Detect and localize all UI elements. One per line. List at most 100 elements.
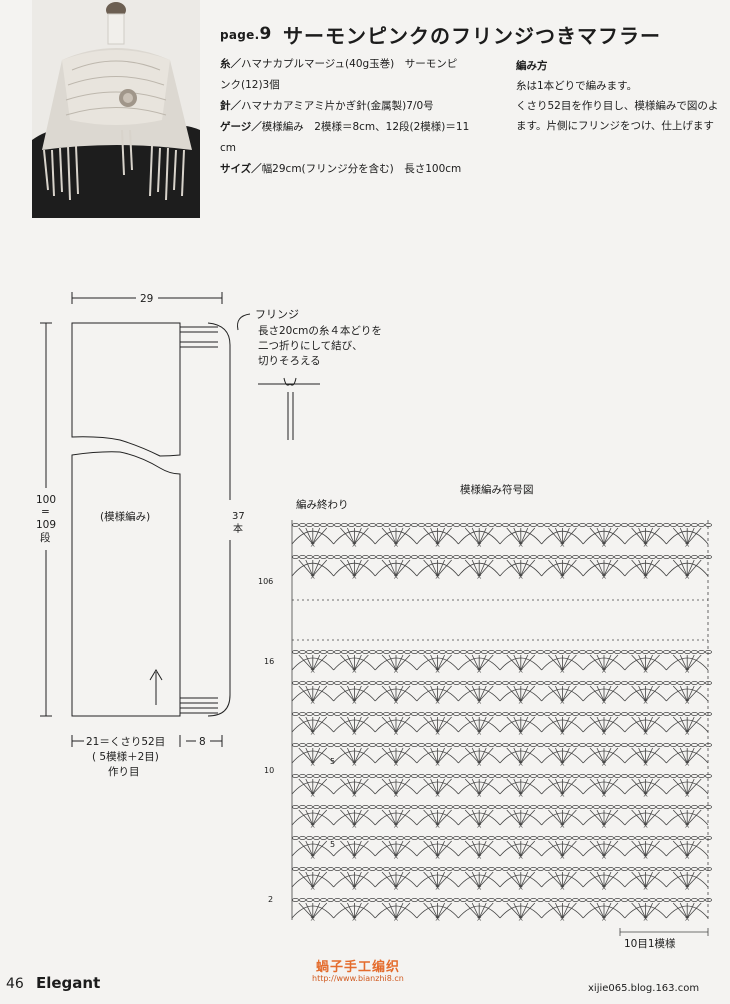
- svg-text:×: ×: [476, 760, 482, 768]
- svg-text:×: ×: [518, 729, 524, 737]
- svg-text:×: ×: [518, 573, 524, 581]
- svg-text:×: ×: [351, 822, 357, 830]
- cast-on-label: ( 5模様＋2目): [92, 750, 159, 763]
- row-number: 16: [264, 657, 274, 666]
- svg-text:×: ×: [684, 884, 690, 892]
- svg-text:×: ×: [476, 541, 482, 549]
- svg-text:×: ×: [310, 884, 316, 892]
- gauge-text: 模様編み 2模様＝8cm、12段(2模様)＝11: [261, 121, 470, 133]
- svg-text:×: ×: [393, 760, 399, 768]
- svg-text:×: ×: [435, 760, 441, 768]
- svg-text:×: ×: [310, 729, 316, 737]
- finish-label: 編み終わり: [296, 498, 349, 511]
- svg-text:×: ×: [393, 541, 399, 549]
- svg-text:×: ×: [476, 698, 482, 706]
- svg-text:×: ×: [518, 698, 524, 706]
- svg-text:×: ×: [518, 791, 524, 799]
- svg-text:×: ×: [393, 884, 399, 892]
- svg-text:×: ×: [601, 729, 607, 737]
- svg-text:×: ×: [601, 573, 607, 581]
- pattern-label: (模様編み): [100, 510, 150, 523]
- svg-text:×: ×: [643, 541, 649, 549]
- length-label: 段: [40, 531, 51, 544]
- svg-text:×: ×: [393, 822, 399, 830]
- svg-text:×: ×: [643, 760, 649, 768]
- svg-text:×: ×: [435, 822, 441, 830]
- row-number: 106: [258, 577, 273, 586]
- svg-text:×: ×: [393, 853, 399, 861]
- svg-text:×: ×: [684, 541, 690, 549]
- instructions-line: ます。片側にフリンジをつけ、仕上げます: [516, 120, 714, 132]
- svg-text:×: ×: [393, 667, 399, 675]
- size-label: サイズ／: [220, 163, 262, 175]
- svg-text:×: ×: [559, 884, 565, 892]
- svg-text:×: ×: [559, 791, 565, 799]
- svg-text:×: ×: [310, 573, 316, 581]
- fringe-desc: 二つ折りにして結び、: [258, 339, 363, 352]
- svg-text:×: ×: [518, 915, 524, 923]
- svg-text:×: ×: [518, 853, 524, 861]
- svg-text:×: ×: [435, 791, 441, 799]
- row-number: 10: [264, 766, 274, 775]
- svg-text:×: ×: [476, 573, 482, 581]
- svg-text:×: ×: [601, 667, 607, 675]
- length-label: 109: [36, 519, 56, 531]
- svg-text:×: ×: [559, 667, 565, 675]
- fringe-desc: 長さ20cmの糸４本どりを: [258, 324, 382, 337]
- instructions-line: くさり52目を作り目し、模様編みで図のよ: [516, 100, 719, 112]
- instructions-line: 糸は1本どりで編みます。: [516, 80, 638, 92]
- gauge-text-cont: cm: [220, 142, 237, 154]
- row-number: 2: [268, 895, 273, 904]
- svg-text:×: ×: [351, 915, 357, 923]
- svg-text:×: ×: [643, 573, 649, 581]
- svg-text:×: ×: [435, 698, 441, 706]
- svg-text:×: ×: [601, 822, 607, 830]
- svg-text:×: ×: [601, 760, 607, 768]
- page-title: サーモンピンクのフリンジつきマフラー: [283, 24, 661, 48]
- product-photo: [32, 0, 200, 218]
- watermark-logo: 蝸子手工编织: [316, 960, 401, 975]
- svg-text:×: ×: [351, 573, 357, 581]
- svg-text:×: ×: [559, 822, 565, 830]
- svg-text:×: ×: [393, 915, 399, 923]
- watermark-url: http://www.bianzhi8.cn: [312, 974, 404, 983]
- svg-text:×: ×: [559, 729, 565, 737]
- cast-on-label: 作り目: [108, 766, 140, 778]
- length-label: =: [41, 506, 50, 518]
- svg-text:×: ×: [601, 698, 607, 706]
- svg-text:×: ×: [310, 541, 316, 549]
- svg-text:×: ×: [310, 667, 316, 675]
- svg-text:×: ×: [393, 791, 399, 799]
- svg-text:×: ×: [643, 729, 649, 737]
- svg-text:×: ×: [435, 667, 441, 675]
- footer-brand: Elegant: [36, 974, 101, 992]
- fringe-width-label: 8: [199, 736, 206, 748]
- svg-text:×: ×: [684, 822, 690, 830]
- svg-text:×: ×: [518, 760, 524, 768]
- fringe-title: フリンジ: [255, 308, 299, 321]
- needle-text: ハマナカアミアミ片かぎ針(金属製)7/0号: [241, 100, 434, 112]
- svg-text:×: ×: [518, 884, 524, 892]
- needle-label: 針／: [220, 100, 241, 112]
- svg-text:×: ×: [559, 915, 565, 923]
- svg-text:×: ×: [351, 760, 357, 768]
- materials-block: 糸／ハマナカプルマージュ(40g玉巻) サーモンピ ンク(12)3個 針／ハマナ…: [220, 54, 502, 180]
- cast-on-label: 21＝くさり52目: [86, 736, 165, 748]
- footer-page-number: 46: [6, 976, 24, 992]
- svg-text:×: ×: [518, 822, 524, 830]
- svg-text:×: ×: [393, 729, 399, 737]
- svg-text:×: ×: [435, 573, 441, 581]
- gauge-label: ゲージ／: [220, 121, 262, 133]
- svg-text:×: ×: [518, 667, 524, 675]
- svg-text:×: ×: [518, 541, 524, 549]
- svg-text:×: ×: [310, 760, 316, 768]
- page-number: 9: [259, 24, 272, 44]
- svg-text:×: ×: [310, 853, 316, 861]
- stitch-count: 5: [330, 840, 335, 849]
- svg-text:×: ×: [559, 573, 565, 581]
- size-text: 幅29cm(フリンジ分を含む) 長さ100cm: [261, 163, 462, 175]
- svg-text:×: ×: [643, 884, 649, 892]
- fringe-count: 37: [232, 511, 245, 522]
